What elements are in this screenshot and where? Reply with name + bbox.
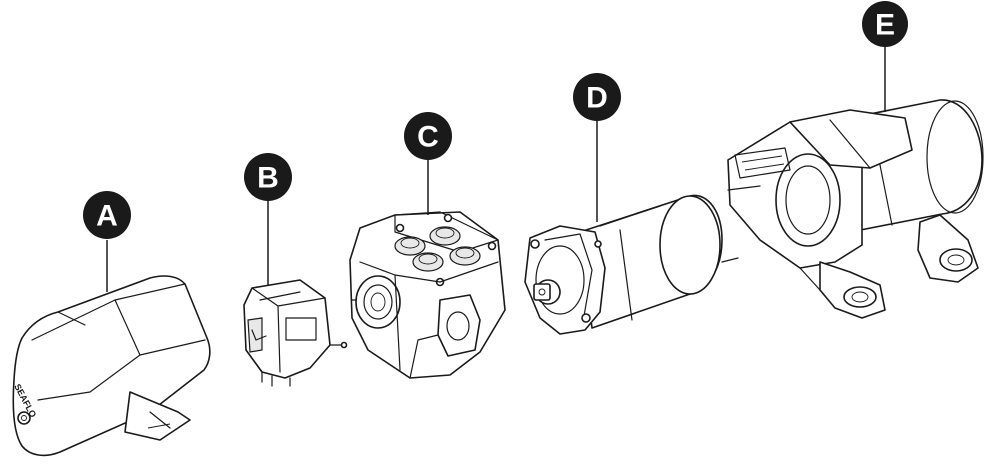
label-a-text: A	[96, 200, 118, 233]
label-marker-e: E	[862, 1, 908, 47]
label-marker-d: D	[573, 73, 621, 121]
part-b-pressure-switch	[243, 279, 348, 387]
label-e-text: E	[875, 9, 895, 42]
label-b-text: B	[257, 162, 279, 195]
label-marker-a: A	[83, 191, 131, 239]
part-d-motor	[524, 194, 739, 335]
part-e-housing	[727, 99, 984, 319]
label-d-text: D	[586, 82, 608, 115]
part-a-end-cover	[12, 275, 211, 457]
label-marker-b: B	[244, 153, 292, 201]
label-c-text: C	[417, 121, 439, 154]
label-marker-c: C	[404, 112, 452, 160]
part-c-pump-head	[349, 211, 506, 379]
